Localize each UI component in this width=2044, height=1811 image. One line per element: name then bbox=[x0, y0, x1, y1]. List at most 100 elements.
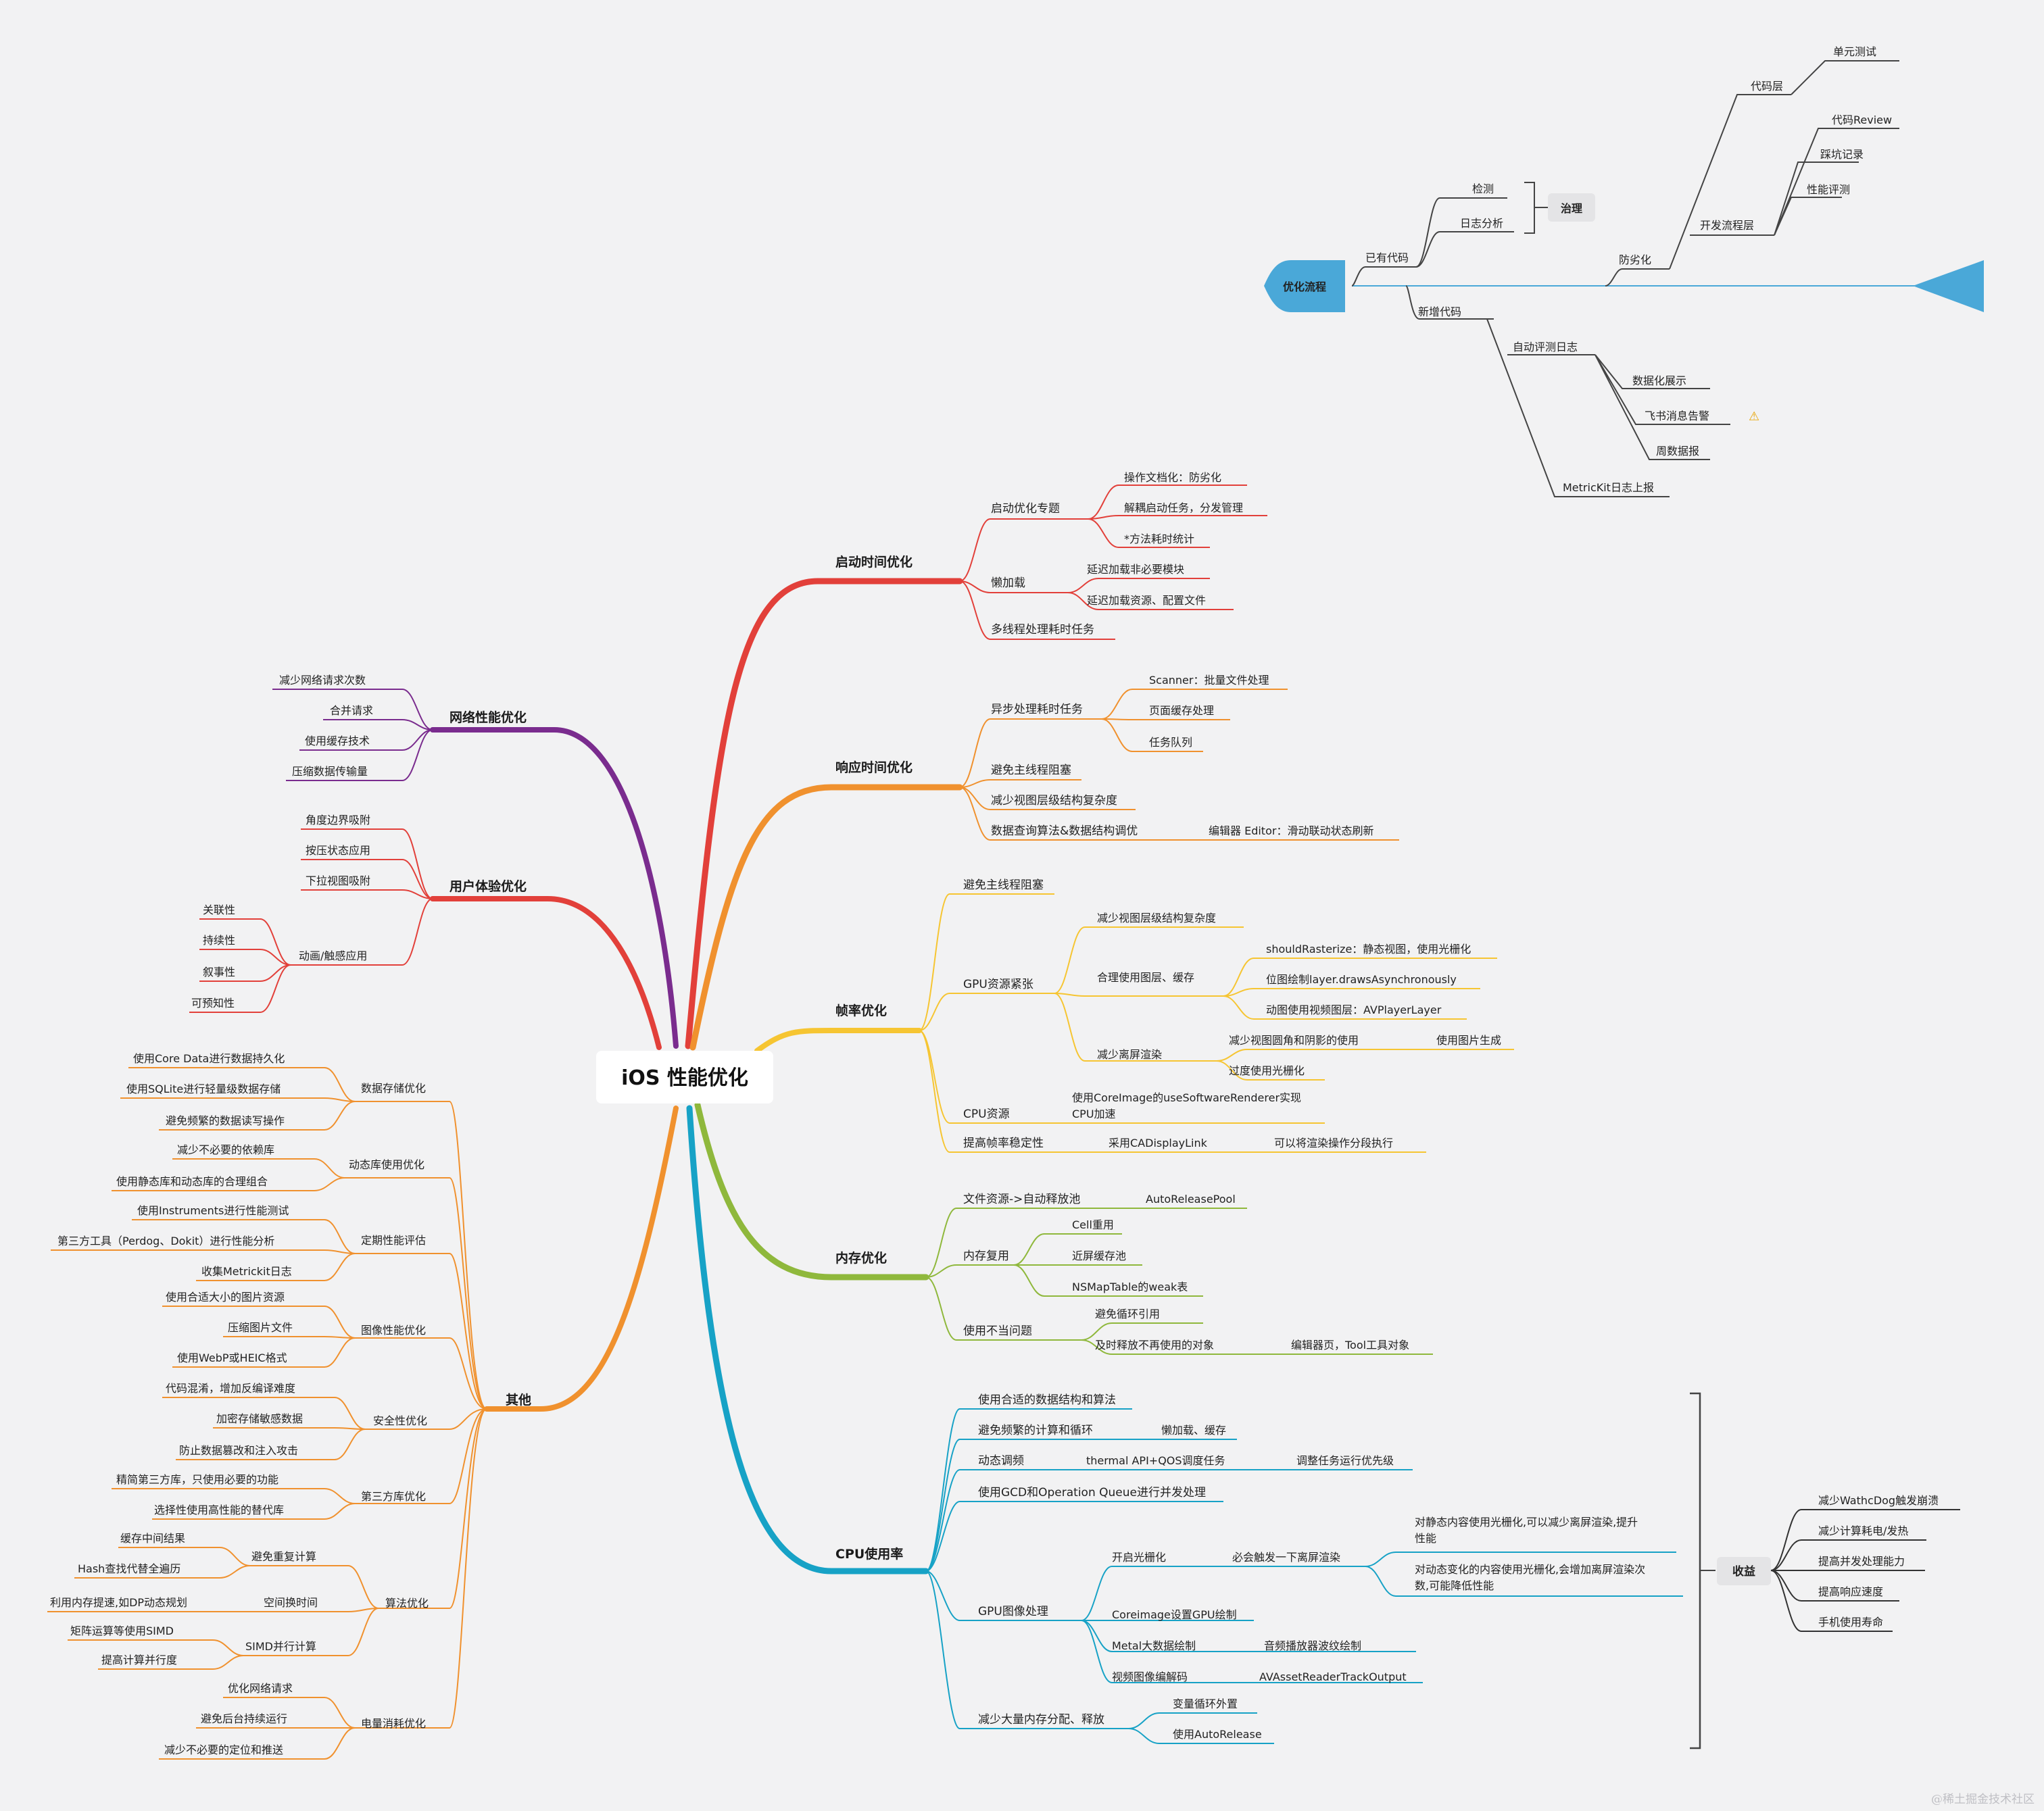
other-algo-dup[interactable]: 避免重复计算 bbox=[251, 1550, 316, 1563]
startup-lazy-item-1[interactable]: 延迟加载非必要模块 bbox=[1087, 563, 1184, 576]
flow-unit-test[interactable]: 单元测试 bbox=[1833, 45, 1876, 58]
frame-stable-b[interactable]: 可以将渲染操作分段执行 bbox=[1274, 1137, 1393, 1149]
cpu-label[interactable]: CPU使用率 bbox=[835, 1546, 903, 1562]
flow-label[interactable]: 优化流程 bbox=[1283, 280, 1326, 293]
cpu-alloc-item-2[interactable]: 使用AutoRelease bbox=[1173, 1728, 1262, 1741]
network-item-2[interactable]: 合并请求 bbox=[330, 704, 373, 717]
flow-start-node[interactable] bbox=[1264, 260, 1345, 312]
startup-topic-item-2[interactable]: 解耦启动任务，分发管理 bbox=[1124, 501, 1243, 514]
cpu-raster-b2[interactable]: 数,可能降低性能 bbox=[1415, 1579, 1494, 1592]
other-g1-item-2[interactable]: 使用SQLite进行轻量级数据存储 bbox=[126, 1083, 281, 1095]
memory-label[interactable]: 内存优化 bbox=[835, 1250, 887, 1266]
benefit-item-5[interactable]: 手机使用寿命 bbox=[1818, 1616, 1883, 1629]
cpu-coreimage[interactable]: Coreimage设置GPU绘制 bbox=[1112, 1608, 1237, 1621]
cpu-alloc-item-1[interactable]: 变量循环外置 bbox=[1173, 1697, 1238, 1710]
cpu-gpu[interactable]: GPU图像处理 bbox=[978, 1605, 1048, 1618]
flow-dev-flow[interactable]: 开发流程层 bbox=[1700, 219, 1754, 232]
other-g6-item-1[interactable]: 精简第三方库，只使用必要的功能 bbox=[116, 1473, 278, 1486]
startup-label[interactable]: 启动时间优化 bbox=[835, 554, 912, 570]
other-algo[interactable]: 算法优化 bbox=[385, 1597, 429, 1610]
flow-review[interactable]: 代码Review bbox=[1832, 114, 1892, 126]
ux-item-3[interactable]: 下拉视图吸附 bbox=[306, 874, 370, 887]
other-algo-dup-item-1[interactable]: 缓存中间结果 bbox=[120, 1532, 185, 1545]
other-algo-dup-item-2[interactable]: Hash查找代替全遍历 bbox=[78, 1562, 180, 1575]
frame-cpu-item-2[interactable]: CPU加速 bbox=[1072, 1108, 1116, 1120]
cpu-raster-mid[interactable]: 必会触发一下离屏渲染 bbox=[1232, 1551, 1340, 1564]
flow-perf-eval[interactable]: 性能评测 bbox=[1807, 183, 1850, 196]
memory-misuse[interactable]: 使用不当问题 bbox=[963, 1324, 1032, 1338]
memory-reuse[interactable]: 内存复用 bbox=[963, 1249, 1009, 1263]
other-g2-item-1[interactable]: 减少不必要的依赖库 bbox=[177, 1143, 274, 1156]
cpu-alloc[interactable]: 减少大量内存分配、释放 bbox=[978, 1713, 1104, 1727]
response-async-item-3[interactable]: 任务队列 bbox=[1149, 736, 1192, 749]
frame-stable[interactable]: 提高帧率稳定性 bbox=[963, 1137, 1044, 1150]
other-power-item-1[interactable]: 优化网络请求 bbox=[228, 1682, 293, 1695]
flow-metrickit[interactable]: MetricKit日志上报 bbox=[1563, 481, 1654, 494]
cpu-video-item[interactable]: AVAssetReaderTrackOutput bbox=[1259, 1670, 1407, 1683]
response-query-item[interactable]: 编辑器 Editor：滑动联动状态刷新 bbox=[1209, 824, 1373, 837]
root-node[interactable]: iOS 性能优化 bbox=[596, 1051, 773, 1103]
cpu-raster-b1[interactable]: 对动态变化的内容使用光栅化,会增加离屏渲染次 bbox=[1415, 1563, 1645, 1576]
ux-anim-item-4[interactable]: 可预知性 bbox=[191, 997, 235, 1010]
response-async[interactable]: 异步处理耗时任务 bbox=[991, 703, 1083, 716]
other-g3-item-1[interactable]: 使用Instruments进行性能测试 bbox=[137, 1204, 289, 1217]
flow-gov[interactable]: 治理 bbox=[1561, 202, 1582, 215]
benefit-item-2[interactable]: 减少计算耗电/发热 bbox=[1818, 1524, 1908, 1537]
ux-item-1[interactable]: 角度边界吸附 bbox=[306, 814, 370, 826]
startup-topic-item-3[interactable]: *方法耗时统计 bbox=[1124, 532, 1194, 545]
memory-misuse-a[interactable]: 避免循环引用 bbox=[1095, 1308, 1160, 1320]
other-algo-space[interactable]: 空间换时间 bbox=[264, 1596, 318, 1609]
other-g5-item-2[interactable]: 加密存储敏感数据 bbox=[216, 1412, 303, 1425]
other-power[interactable]: 电量消耗优化 bbox=[361, 1717, 426, 1730]
flow-auto-log[interactable]: 自动评测日志 bbox=[1513, 341, 1578, 353]
frame-offscreen-b[interactable]: 过度使用光栅化 bbox=[1229, 1064, 1305, 1077]
flow-new-code[interactable]: 新增代码 bbox=[1418, 305, 1461, 318]
frame-layer-item-3[interactable]: 动图使用视频图层：AVPlayerLayer bbox=[1266, 1003, 1442, 1016]
cpu-video[interactable]: 视频图像编解码 bbox=[1112, 1670, 1188, 1683]
other-g1-item-1[interactable]: 使用Core Data进行数据持久化 bbox=[133, 1052, 285, 1065]
cpu-freq-a[interactable]: thermal API+QOS调度任务 bbox=[1086, 1454, 1225, 1467]
ux-anim-item-2[interactable]: 持续性 bbox=[203, 934, 235, 947]
other-power-item-2[interactable]: 避免后台持续运行 bbox=[201, 1712, 287, 1725]
frame-offscreen-a2[interactable]: 使用图片生成 bbox=[1436, 1034, 1501, 1047]
ux-label[interactable]: 用户体验优化 bbox=[449, 878, 527, 894]
other-g3-item-3[interactable]: 收集Metrickit日志 bbox=[201, 1265, 292, 1278]
frame-cpu-item-1[interactable]: 使用CoreImage的useSoftwareRenderer实现 bbox=[1072, 1091, 1301, 1104]
frame-layer-item-2[interactable]: 位图绘制layer.drawsAsynchronously bbox=[1266, 973, 1457, 986]
response-async-item-1[interactable]: Scanner：批量文件处理 bbox=[1149, 674, 1269, 687]
cpu-freq[interactable]: 动态调频 bbox=[978, 1454, 1024, 1468]
other-group-5[interactable]: 安全性优化 bbox=[373, 1414, 427, 1427]
cpu-ds-algo[interactable]: 使用合适的数据结构和算法 bbox=[978, 1393, 1116, 1407]
startup-lazy-item-2[interactable]: 延迟加载资源、配置文件 bbox=[1087, 594, 1206, 607]
response-query-algo[interactable]: 数据查询算法&数据结构调优 bbox=[991, 824, 1138, 838]
flow-pitfall[interactable]: 踩坑记录 bbox=[1820, 148, 1864, 161]
other-group-4[interactable]: 图像性能优化 bbox=[361, 1324, 426, 1337]
memory-reuse-item-1[interactable]: Cell重用 bbox=[1072, 1218, 1114, 1231]
frame-label[interactable]: 帧率优化 bbox=[835, 1003, 887, 1018]
other-group-2[interactable]: 动态库使用优化 bbox=[349, 1158, 424, 1171]
memory-reuse-item-2[interactable]: 近屏缓存池 bbox=[1072, 1249, 1126, 1262]
benefit-item-4[interactable]: 提高响应速度 bbox=[1818, 1585, 1883, 1598]
frame-gpu-reduce[interactable]: 减少视图层级结构复杂度 bbox=[1097, 912, 1216, 924]
other-label[interactable]: 其他 bbox=[506, 1392, 531, 1408]
memory-file-item[interactable]: AutoReleasePool bbox=[1146, 1193, 1236, 1206]
flow-degrade[interactable]: 防劣化 bbox=[1619, 253, 1651, 266]
cpu-avoid-loop-item[interactable]: 懒加载、缓存 bbox=[1161, 1424, 1226, 1437]
response-reduce-hierarchy[interactable]: 减少视图层级结构复杂度 bbox=[991, 794, 1117, 808]
cpu-freq-b[interactable]: 调整任务运行优先级 bbox=[1296, 1454, 1394, 1467]
response-avoid-block[interactable]: 避免主线程阻塞 bbox=[991, 764, 1071, 777]
frame-avoid-block[interactable]: 避免主线程阻塞 bbox=[963, 878, 1044, 892]
other-g2-item-2[interactable]: 使用静态库和动态库的合理组合 bbox=[116, 1175, 268, 1188]
other-g1-item-3[interactable]: 避免频繁的数据读写操作 bbox=[166, 1114, 285, 1127]
flow-data-show[interactable]: 数据化展示 bbox=[1632, 374, 1686, 387]
other-g4-item-1[interactable]: 使用合适大小的图片资源 bbox=[166, 1291, 285, 1304]
benefit-label[interactable]: 收益 bbox=[1732, 1564, 1755, 1579]
memory-misuse-b2[interactable]: 编辑器页，Tool工具对象 bbox=[1291, 1339, 1409, 1351]
ux-anim-item-3[interactable]: 叙事性 bbox=[203, 966, 235, 978]
startup-topic[interactable]: 启动优化专题 bbox=[991, 502, 1060, 516]
frame-offscreen[interactable]: 减少离屏渲染 bbox=[1097, 1048, 1162, 1061]
cpu-avoid-loop[interactable]: 避免频繁的计算和循环 bbox=[978, 1424, 1093, 1437]
response-label[interactable]: 响应时间优化 bbox=[835, 760, 912, 775]
ux-anim-item-1[interactable]: 关联性 bbox=[203, 903, 235, 916]
flow-existing[interactable]: 已有代码 bbox=[1365, 251, 1409, 264]
